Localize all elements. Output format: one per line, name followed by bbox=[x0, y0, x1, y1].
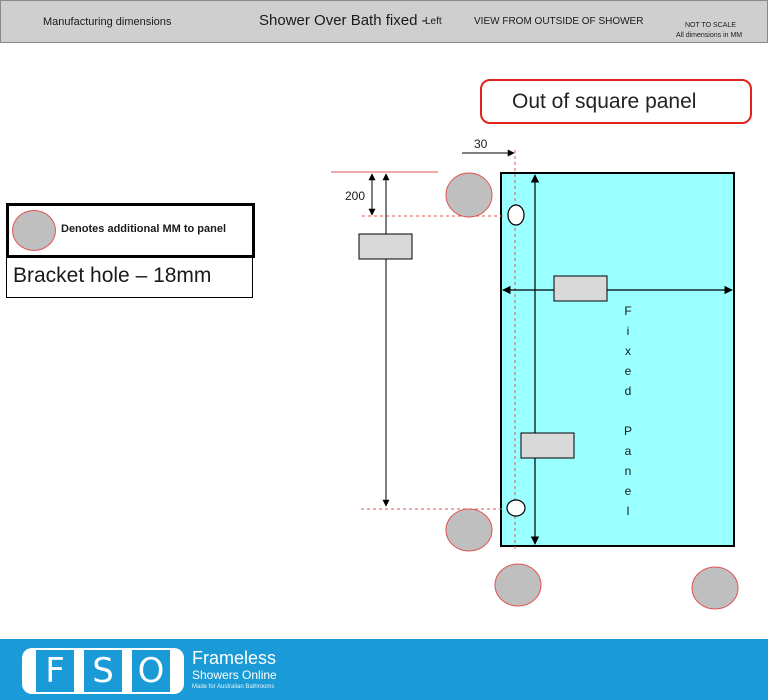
brand-subtitle: Showers Online bbox=[192, 668, 277, 682]
top-bracket-hole bbox=[507, 204, 525, 226]
logo-letter-f: F bbox=[36, 650, 74, 692]
height-value-box bbox=[358, 233, 413, 260]
top-left-marker bbox=[445, 172, 493, 218]
panel-label-letter: P bbox=[624, 424, 632, 438]
bottom-left-corner-marker bbox=[494, 563, 542, 607]
out-of-square-callout: Out of square panel bbox=[480, 79, 752, 124]
panel-label-letter: a bbox=[625, 444, 632, 458]
legend-bracket-box: Bracket hole – 18mm bbox=[6, 258, 253, 298]
panel-label-letter: x bbox=[625, 344, 631, 358]
header-units-note: All dimensions in MM bbox=[676, 32, 743, 39]
bottom-left-marker bbox=[445, 508, 493, 552]
header-scale-note: NOT TO SCALE bbox=[685, 22, 736, 29]
panel-label-letter: d bbox=[625, 384, 632, 398]
logo-letter-o: O bbox=[132, 650, 170, 692]
fixed-panel bbox=[500, 172, 735, 547]
header-bar: Manufacturing dimensions Shower Over Bat… bbox=[0, 0, 768, 43]
panel-label-letter: i bbox=[627, 324, 630, 338]
panel-drawing: 30 200 F i x e d P a n e l bbox=[331, 137, 739, 610]
footer-bar: F S O bbox=[0, 639, 768, 700]
header-view-label: VIEW FROM OUTSIDE OF SHOWER bbox=[474, 16, 644, 27]
bottom-right-corner-marker bbox=[691, 566, 739, 610]
panel-label-letter: F bbox=[624, 304, 631, 318]
brand-name: Frameless bbox=[192, 648, 277, 668]
panel-label-letter: e bbox=[625, 364, 632, 378]
panel-label-letter: n bbox=[625, 464, 632, 478]
legend-circle-icon bbox=[12, 210, 56, 251]
panel-width-value-box bbox=[553, 275, 608, 302]
bottom-bracket-hole bbox=[506, 499, 526, 517]
callout-text: Out of square panel bbox=[512, 90, 697, 113]
fso-logo: F S O bbox=[22, 648, 184, 694]
legend-marker-box: Denotes additional MM to panel bbox=[6, 203, 255, 258]
panel-label: F i x e d P a n e l bbox=[624, 304, 632, 518]
legend-bracket-label: Bracket hole – 18mm bbox=[13, 264, 212, 287]
offset-dimension-label: 30 bbox=[474, 137, 488, 151]
panel-label-letter: l bbox=[627, 504, 630, 518]
logo-letter-s: S bbox=[84, 650, 122, 692]
brand-tagline: Made for Australian Bathrooms bbox=[192, 684, 275, 690]
bracket-dimension-label: 200 bbox=[345, 189, 365, 203]
header-title: Shower Over Bath fixed - bbox=[259, 12, 427, 29]
header-side: Left bbox=[425, 16, 442, 27]
panel-height-value-box bbox=[520, 432, 575, 459]
header-section-label: Manufacturing dimensions bbox=[43, 16, 172, 28]
legend-circle-label: Denotes additional MM to panel bbox=[61, 223, 227, 235]
panel-label-letter: e bbox=[625, 484, 632, 498]
